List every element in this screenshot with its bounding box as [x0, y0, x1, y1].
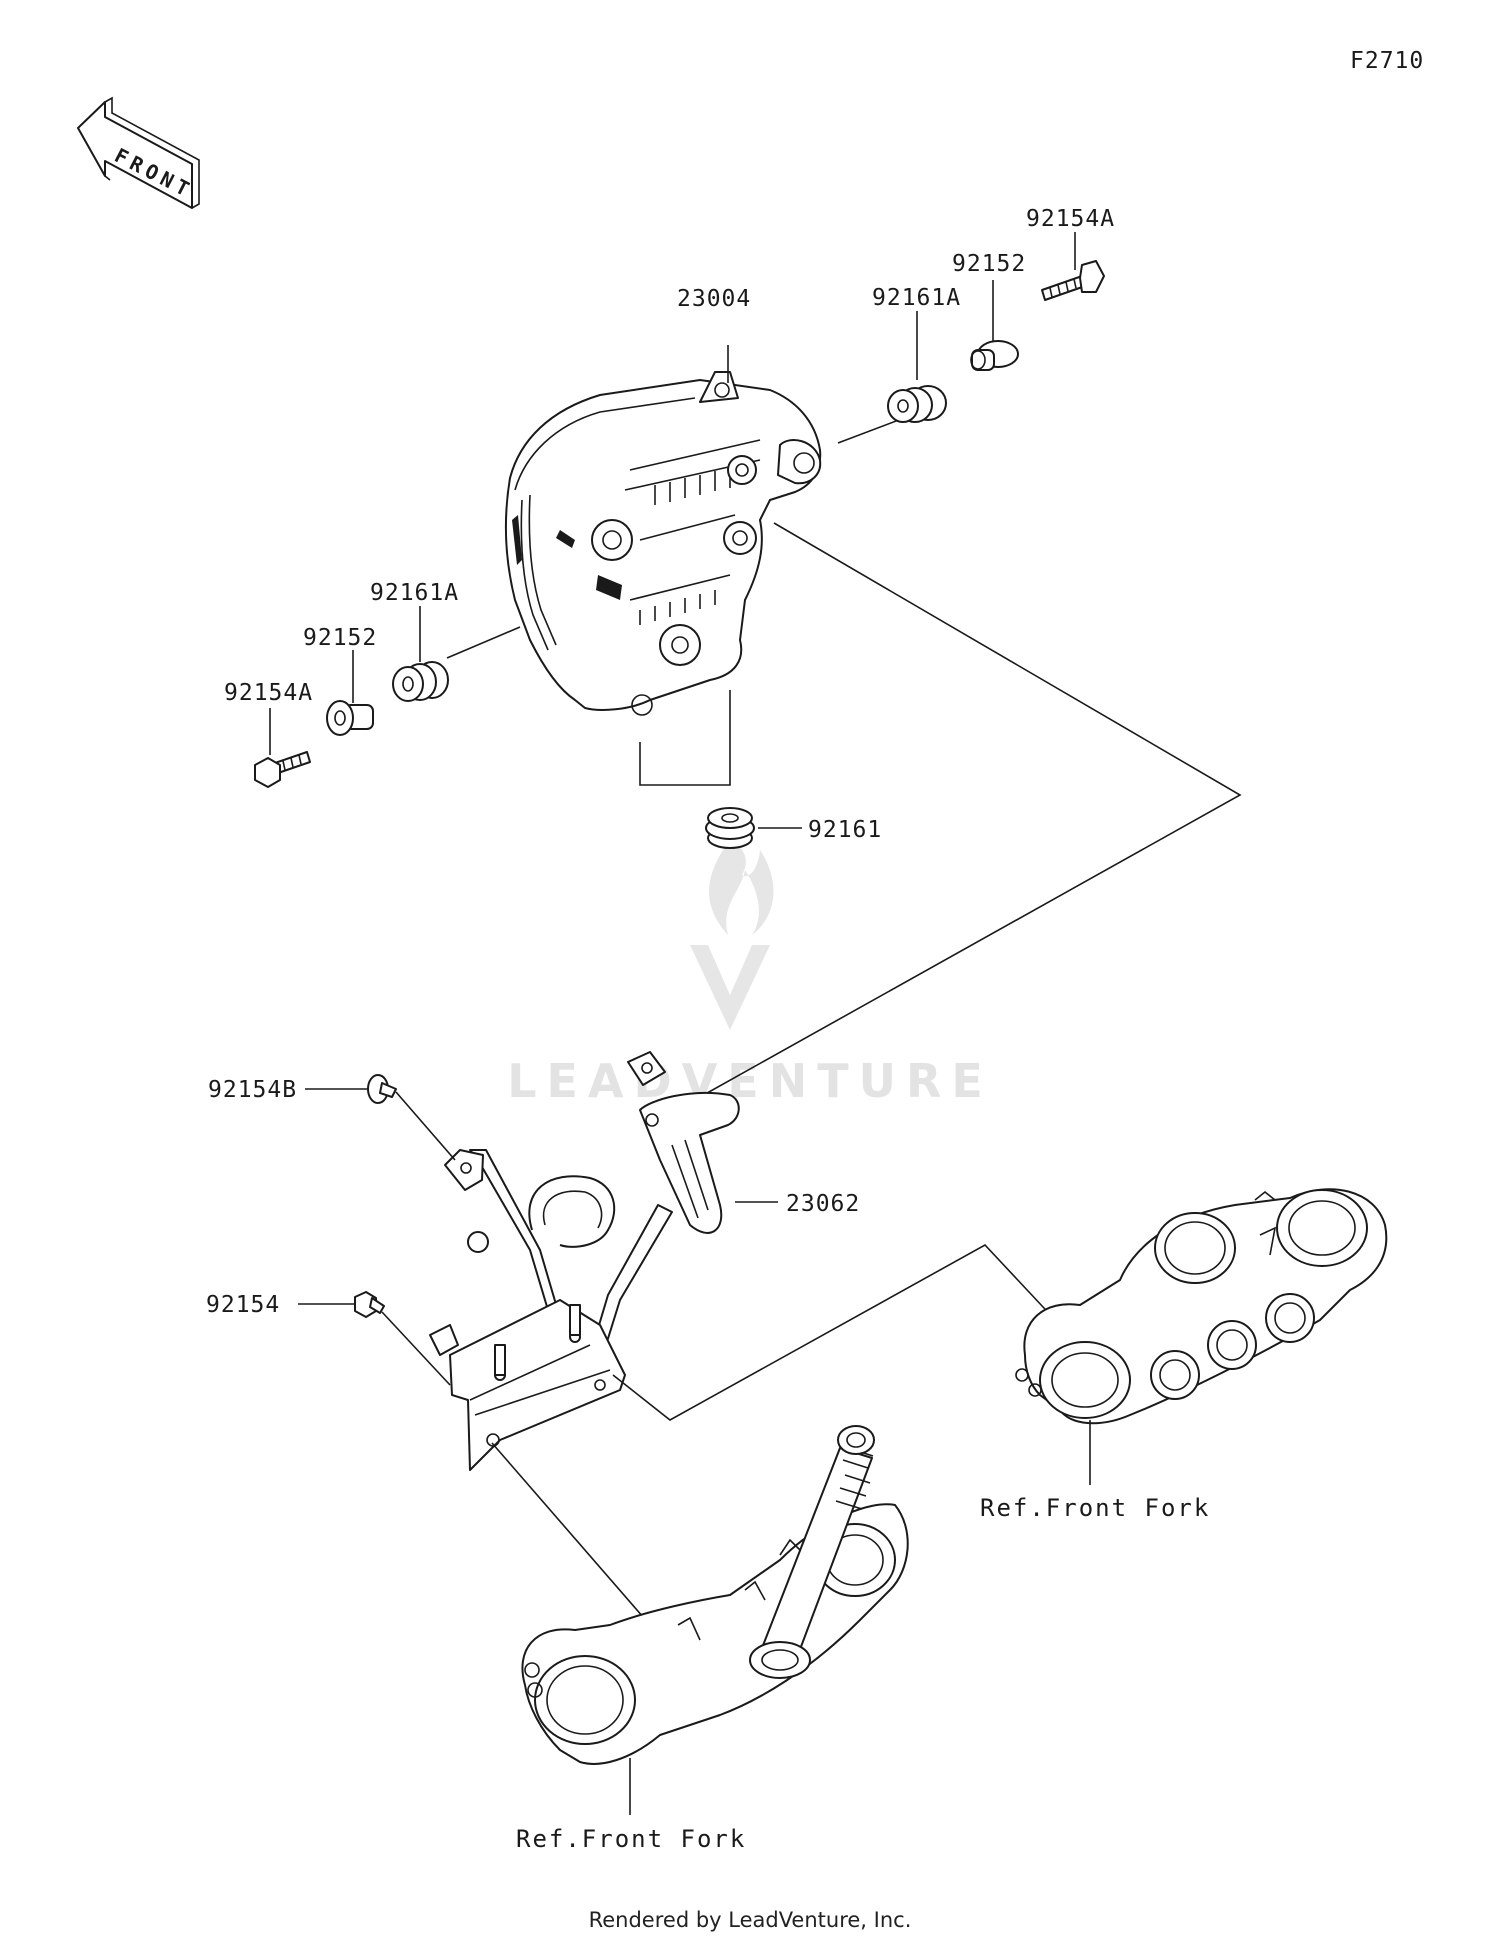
- callout-grommet-right: 92161A: [872, 285, 961, 311]
- callout-bolt-right: 92154A: [1026, 206, 1115, 232]
- leader-bolt-b: [395, 1091, 456, 1161]
- bolt-small-icon: [354, 1291, 385, 1318]
- watermark-brand-text: LEADVENTURE: [507, 1054, 993, 1108]
- grommet-right-icon: [887, 385, 947, 423]
- ref-lower-front-fork: Ref.Front Fork: [516, 1825, 746, 1853]
- callout-collar-left: 92152: [303, 625, 377, 651]
- leader-bolt-small: [381, 1311, 451, 1386]
- callout-headlight: 23004: [677, 286, 751, 312]
- bolt-left-icon: [254, 751, 311, 788]
- leader-grommet-bottom-bracket: [639, 690, 731, 786]
- bolt-right-icon: [1041, 260, 1105, 301]
- footer-credit: Rendered by LeadVenture, Inc.: [588, 1908, 912, 1932]
- grommet-left-icon: [392, 661, 449, 702]
- callout-collar-right: 92152: [952, 251, 1026, 277]
- collar-right-icon: [970, 340, 1019, 371]
- headlight-assembly-icon: [504, 371, 822, 716]
- callout-bolt-left: 92154A: [224, 680, 313, 706]
- callout-grommet-left: 92161A: [370, 580, 459, 606]
- leader-headlight-to-bracket: [699, 522, 1242, 1098]
- leader-bracket-to-upper-fork: [612, 1243, 1059, 1421]
- upper-triple-clamp-icon: [1015, 1188, 1388, 1425]
- callout-grommet-bottom: 92161: [808, 817, 882, 843]
- front-direction-arrow-icon: FRONT: [77, 96, 200, 209]
- leader-bracket-to-lower-fork: [491, 1442, 651, 1626]
- leader-grommet-left: [446, 626, 521, 659]
- lower-triple-clamp-icon: [521, 1425, 909, 1765]
- collar-left-icon: [326, 700, 374, 736]
- headlight-bracket-icon: [429, 1051, 740, 1471]
- bolt-b-icon: [367, 1074, 397, 1104]
- diagram-code: F2710: [1350, 48, 1424, 74]
- callout-bolt-small: 92154: [206, 1292, 280, 1318]
- leadventure-watermark: LEADVENTURE: [507, 840, 993, 1108]
- callout-bolt-b: 92154B: [208, 1077, 297, 1103]
- ref-upper-front-fork: Ref.Front Fork: [980, 1494, 1210, 1522]
- grommet-bottom-icon: [705, 807, 755, 849]
- callout-bracket: 23062: [786, 1191, 860, 1217]
